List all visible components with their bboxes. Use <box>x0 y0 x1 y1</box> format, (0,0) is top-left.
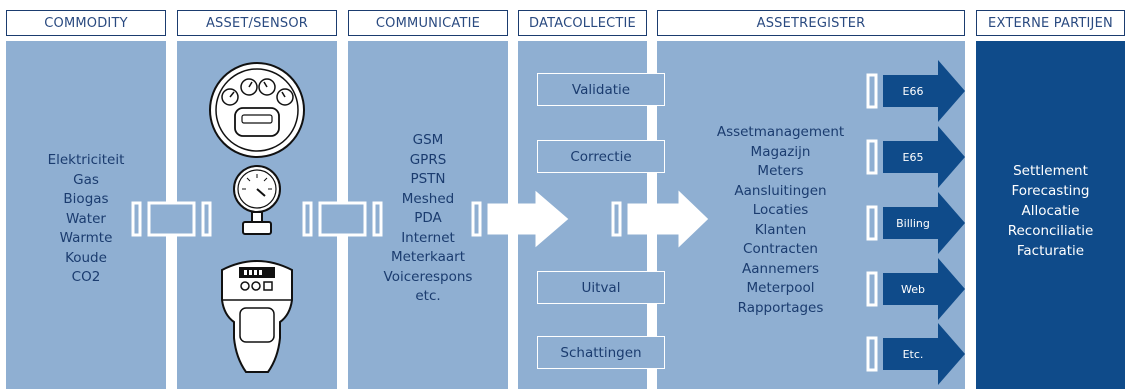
list-item: Voicerespons <box>383 268 473 285</box>
header-asset-sensor: ASSET/SENSOR <box>177 10 337 36</box>
panel-externe-partijen <box>976 41 1125 389</box>
list-item: Settlement <box>1013 163 1088 179</box>
list-item: Rapportages <box>737 299 824 316</box>
assetregister-list: Assetmanagement Magazijn Meters Aansluit… <box>703 123 858 318</box>
list-item: Internet <box>401 229 455 246</box>
commodity-list: Elektriciteit Gas Biogas Water Warmte Ko… <box>6 151 166 288</box>
list-item: Locaties <box>752 202 809 218</box>
list-item: Warmte <box>59 230 113 246</box>
list-item: PSTN <box>410 171 446 187</box>
output-label-e65: E65 <box>902 150 924 164</box>
list-item: Klanten <box>754 221 807 238</box>
list-item: PDA <box>414 210 442 226</box>
list-item: Water <box>66 210 106 227</box>
list-item: Meters <box>757 163 804 179</box>
list-item: Meshed <box>401 190 455 207</box>
list-item: Gas <box>73 171 99 188</box>
output-label-e66: E66 <box>902 84 924 98</box>
list-item: Aansluitingen <box>734 182 827 199</box>
list-item: Magazijn <box>750 143 811 160</box>
list-item: Meterpool <box>746 280 815 296</box>
datacollectie-box-schattingen: Schattingen <box>537 336 665 369</box>
list-item: Assetmanagement <box>716 124 845 140</box>
output-label-etc: Etc. <box>902 347 924 361</box>
list-item: Koude <box>65 249 107 266</box>
externe-partijen-list: Settlement Forecasting Allocatie Reconci… <box>976 161 1125 261</box>
output-label-billing: Billing <box>896 216 930 230</box>
list-item: Elektriciteit <box>47 152 125 168</box>
list-item: Facturatie <box>1016 243 1085 259</box>
header-externe-partijen: EXTERNE PARTIJEN <box>976 10 1125 36</box>
communicatie-list: GSM GPRS PSTN Meshed PDA Internet Meterk… <box>348 131 508 307</box>
datacollectie-box-validatie: Validatie <box>537 73 665 106</box>
output-label-web: Web <box>901 282 925 296</box>
list-item: Reconciliatie <box>1007 223 1094 239</box>
list-item: GSM <box>412 132 444 148</box>
list-item: Meterkaart <box>390 249 466 265</box>
header-datacollectie: DATACOLLECTIE <box>518 10 647 36</box>
datacollectie-box-correctie: Correctie <box>537 140 665 173</box>
panel-asset-sensor <box>177 41 337 389</box>
header-commodity: COMMODITY <box>6 10 166 36</box>
header-assetregister: ASSETREGISTER <box>657 10 965 36</box>
datacollectie-box-uitval: Uitval <box>537 271 665 304</box>
list-item: Biogas <box>63 191 109 207</box>
list-item: etc. <box>415 288 441 304</box>
list-item: Contracten <box>743 241 818 257</box>
list-item: Aannemers <box>742 260 819 277</box>
list-item: CO2 <box>71 269 101 285</box>
header-communicatie: COMMUNICATIE <box>348 10 508 36</box>
list-item: Forecasting <box>1011 183 1090 199</box>
list-item: Allocatie <box>1021 203 1080 219</box>
list-item: GPRS <box>409 151 447 168</box>
